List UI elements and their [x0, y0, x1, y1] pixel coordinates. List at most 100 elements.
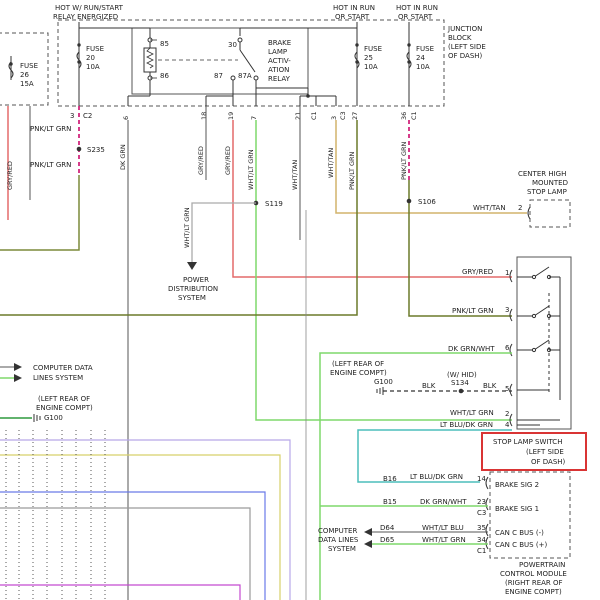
wire-label-wht-tan-pin21: WHT/TAN	[291, 160, 299, 190]
junction-block-line1: JUNCTION	[447, 25, 482, 33]
wire-label-blk-2: BLK	[483, 382, 497, 390]
chmsl-box	[529, 199, 571, 228]
jb-pin-7: 7	[250, 116, 258, 120]
pcm-pin-14: 14	[477, 475, 486, 483]
splice-s235: S235	[87, 146, 105, 154]
g100-mid: G100	[374, 378, 393, 386]
switch-pin-4: 4	[505, 421, 510, 429]
brake-sig-2: BRAKE SIG 2	[495, 481, 539, 489]
pcm-conn-c1: C1	[477, 547, 486, 555]
hot-in-run-2-line2: OR START	[398, 13, 433, 21]
stop-lamp-switch-box	[516, 256, 572, 430]
wire-label-lt-blu-dk-grn-pcm: LT BLU/DK GRN	[410, 473, 463, 481]
pcm-box	[489, 471, 571, 559]
wire-label-pnk-lt-grn-1: PNK/LT GRN	[30, 125, 71, 133]
junction-block-line3: (LEFT SIDE	[448, 43, 486, 51]
jb-pin-3: 3	[70, 112, 74, 120]
g100-left: G100	[44, 414, 63, 422]
wire-label-gry-red-pin18: GRY/RED	[197, 146, 205, 175]
pcm-pin-34: 34	[477, 536, 486, 544]
fuse-20-symbol	[76, 51, 82, 69]
jb-pin-36: 36	[400, 112, 408, 120]
wire-label-pnk-lt-grn-switch: PNK/LT GRN	[452, 307, 493, 315]
pcm-circuit-d65: D65	[380, 536, 394, 544]
wire-label-wht-lt-grn-can: WHT/LT GRN	[422, 536, 466, 544]
left-rear-engine-mid-line1: (LEFT REAR OF	[332, 360, 384, 368]
wire-label-wht-tan-chmsl: WHT/TAN	[473, 204, 506, 212]
jb-pin-c1: C1	[310, 111, 318, 120]
w-hid: (W/ HID)	[447, 371, 477, 379]
wire-dk-olive-left	[0, 175, 80, 251]
stop-lamp-switch-line3: OF DASH)	[531, 458, 566, 466]
splice-s134-dot	[458, 388, 464, 394]
wire-lt-blu-dk-grn-switch	[357, 429, 512, 483]
wire-label-lt-blu-dk-grn-switch: LT BLU/DK GRN	[440, 421, 493, 429]
jb-pin-21: 21	[294, 112, 302, 120]
stop-lamp-switch-line2: (LEFT SIDE	[526, 448, 564, 456]
stop-lamp-switch-highlight	[481, 432, 587, 471]
arrow-power-distribution	[187, 262, 197, 270]
wire-label-pnk-lt-grn-pin27: PNK/LT GRN	[348, 151, 356, 190]
splice-s119: S119	[265, 200, 283, 208]
junction-block-outline	[57, 19, 445, 107]
jb-conn-c2: C2	[83, 112, 92, 120]
wire-label-wht-tan-pin3: WHT/TAN	[327, 148, 335, 178]
center-high-line3: STOP LAMP	[527, 188, 567, 196]
relay-pin-85: 85	[160, 40, 169, 48]
dotted-harness	[5, 430, 106, 600]
relay-pin-87a: 87A	[238, 72, 252, 80]
chmsl-pin-2: 2	[518, 204, 522, 212]
fuse-20-num: 20	[86, 54, 95, 62]
relay-pin-87: 87	[214, 72, 223, 80]
pcm-circuit-b16: B16	[383, 475, 397, 483]
fuse-24-symbol	[406, 51, 412, 69]
wire-label-blk-1: BLK	[422, 382, 436, 390]
jb-pin-18: 18	[200, 112, 208, 120]
jb-pin-19: 19	[227, 112, 235, 120]
relay-coil	[143, 47, 157, 73]
wire-pnk-lt-grn-pin27	[0, 120, 358, 316]
fuse-26-num: 26	[20, 71, 29, 79]
center-high-line1: CENTER HIGH	[518, 170, 566, 178]
wire-wht-lt-grn	[255, 120, 512, 421]
pcm-pin-35: 35	[477, 524, 486, 532]
wire-gry-red-main	[232, 120, 512, 278]
center-high-line2: MOUNTED	[532, 179, 568, 187]
ground-symbol-mid	[376, 387, 384, 395]
pcm-circuit-b15: B15	[383, 498, 397, 506]
ground-symbol-left	[33, 414, 41, 422]
fuse-25-num: 25	[364, 54, 373, 62]
fuse-20-label: FUSE	[86, 45, 104, 53]
fuse-24-num: 24	[416, 54, 425, 62]
jb-pin-3b: 3	[330, 116, 338, 120]
wire-label-gry-red-switch: GRY/RED	[462, 268, 493, 276]
relay-pin-30: 30	[228, 41, 237, 49]
brake-sig-1: BRAKE SIG 1	[495, 505, 539, 513]
wire-label-wht-lt-grn-switch: WHT/LT GRN	[450, 409, 494, 417]
wire-wht-lt-grn-branch	[191, 202, 256, 262]
can-c-plus: CAN C BUS (+)	[495, 541, 547, 549]
switch-pin-3: 3	[505, 306, 509, 314]
wire-dk-grn-wht	[319, 352, 512, 600]
arrow-can-plus	[364, 540, 372, 548]
wire-label-wht-lt-blu: WHT/LT BLU	[422, 524, 464, 532]
wire-label-dk-grn-wht-pcm: DK GRN/WHT	[420, 498, 467, 506]
jb-pin-6: 6	[122, 116, 130, 120]
junction-block-line4: OF DASH)	[448, 52, 483, 60]
wire-label-pnk-lt-grn-pin36: PNK/LT GRN	[400, 141, 408, 180]
fuse-24-label: FUSE	[416, 45, 434, 53]
computer-data-bottom-line3: SYSTEM	[328, 545, 356, 553]
fuse-20-amp: 10A	[86, 63, 100, 71]
switch-contacts	[509, 266, 561, 427]
hot-run-start-relay-line2: RELAY ENERGIZED	[53, 13, 118, 21]
power-dist-line3: SYSTEM	[178, 294, 206, 302]
splice-s106-dot	[406, 198, 412, 204]
pcm-line2: CONTROL MODULE	[500, 570, 567, 578]
wire-pnk-lt-grn-pin36	[408, 180, 512, 317]
fuse-26-label: FUSE	[20, 62, 38, 70]
jb-pin-c3: C3	[339, 111, 347, 120]
splice-s235-dot	[76, 146, 82, 152]
computer-data-bottom-line2: DATA LINES	[318, 536, 359, 544]
computer-data-left-line1: COMPUTER DATA	[33, 364, 93, 372]
